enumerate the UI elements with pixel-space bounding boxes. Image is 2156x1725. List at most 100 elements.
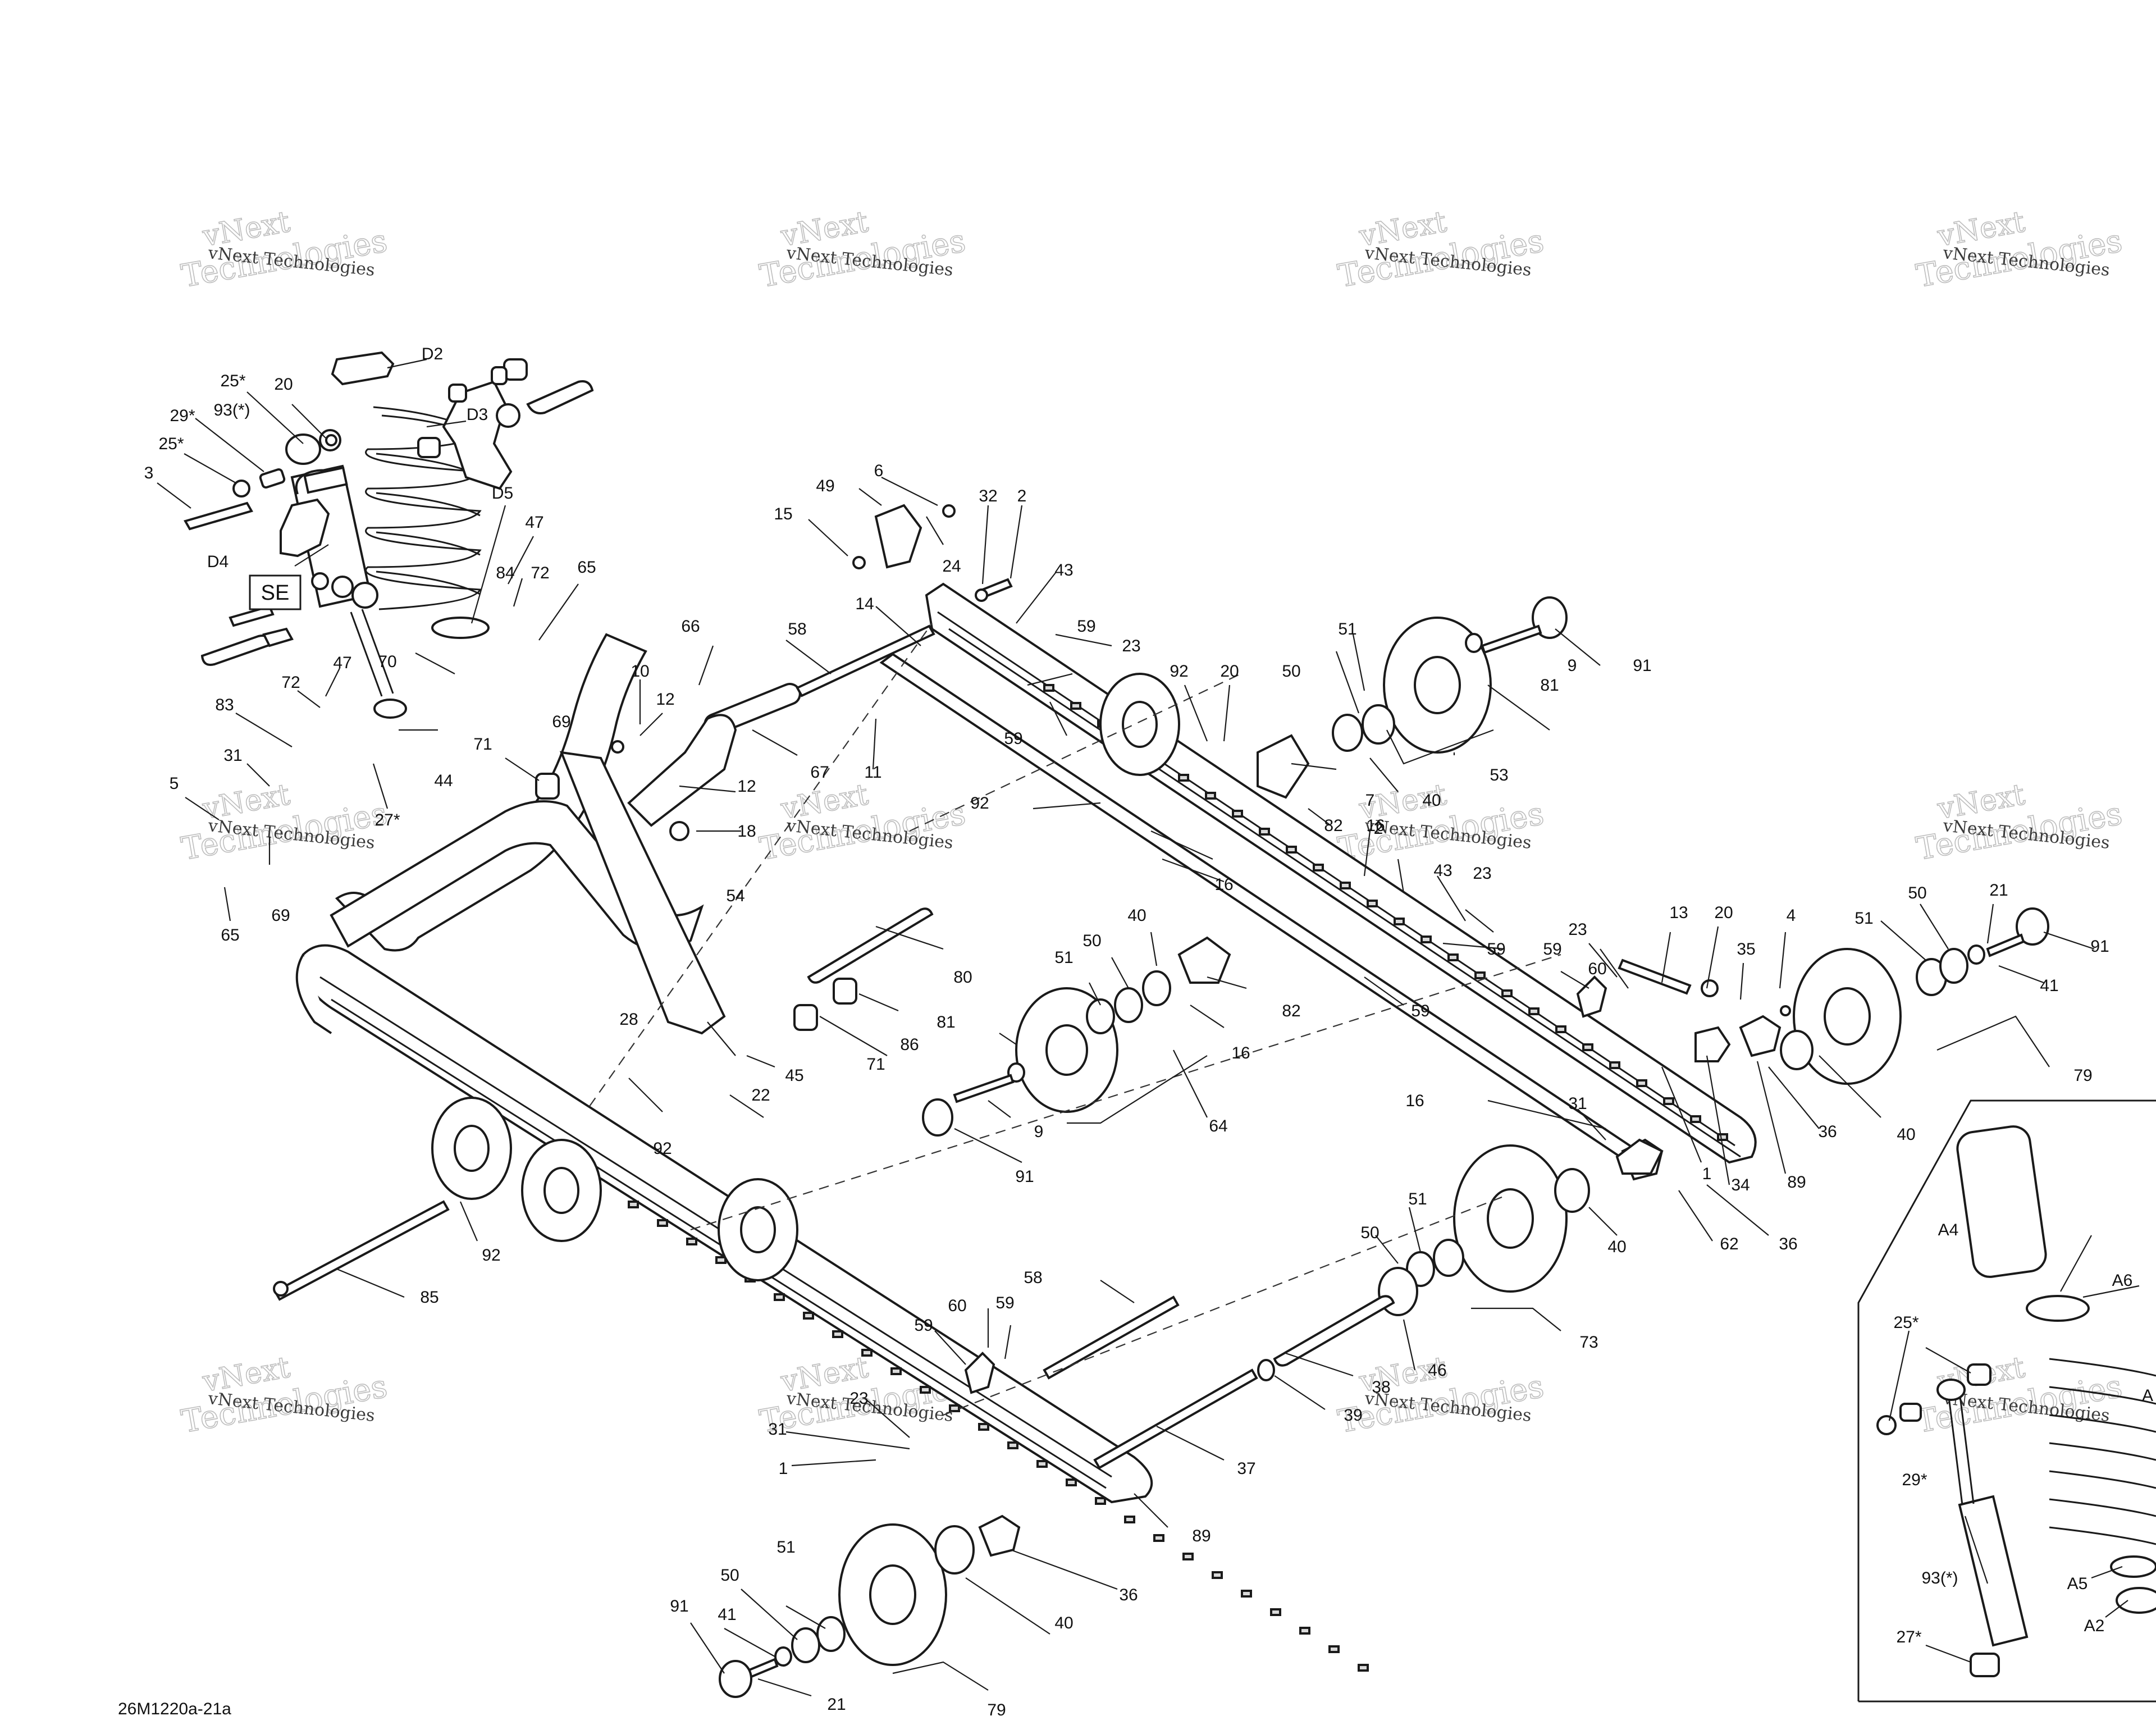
callout-67: 67 (810, 763, 829, 782)
callout-41a: 41 (2040, 976, 2058, 995)
callout-59f: 59 (995, 1294, 1014, 1312)
alignment-lines (589, 623, 1561, 1416)
section-badge-label: SE (261, 581, 290, 605)
wheel-kit-64 (922, 970, 1171, 1137)
callout-5: 5 (170, 774, 179, 793)
spring-d3 (365, 406, 482, 610)
rail-slot (978, 1423, 989, 1431)
rail-slot (1582, 1043, 1593, 1051)
stop-62 (1615, 1138, 1664, 1175)
block-7 (1257, 734, 1310, 799)
rail-slot (803, 1312, 814, 1320)
callout-23a: 23 (1122, 637, 1140, 655)
callout-20c: 20 (1714, 903, 1733, 922)
idler-wheel-right-1 (1099, 673, 1180, 776)
washer-41b (774, 1646, 792, 1667)
callout-16b: 16 (1214, 875, 1233, 894)
rail-slot (1124, 1516, 1135, 1523)
callout-43b: 43 (1433, 861, 1452, 880)
callout-23d: 23 (849, 1389, 868, 1408)
callout-54: 54 (726, 887, 744, 905)
callout-23c: 23 (1568, 920, 1587, 939)
spring-a3 (2049, 1358, 2156, 1545)
spring-cap-a6 (2026, 1295, 2090, 1322)
callout-25b: 25* (158, 435, 184, 453)
callout-15: 15 (774, 505, 792, 523)
callout-82b: 82 (1282, 1002, 1300, 1020)
callout-50e: 50 (720, 1566, 739, 1585)
left-rail-89 (273, 944, 1369, 1672)
bolt-3 (184, 501, 253, 531)
callout-59c: 59 (1487, 940, 1505, 959)
shaft-58 (796, 624, 935, 697)
callout-6: 6 (874, 462, 884, 480)
callout-44: 44 (434, 772, 453, 790)
callout-38: 38 (1372, 1378, 1390, 1397)
rail-slot (1358, 1664, 1369, 1672)
rail-slot (628, 1201, 639, 1208)
wheel-kit-79-right (1780, 907, 2049, 1085)
block-34 (1694, 1026, 1731, 1062)
rail-slot (1095, 1497, 1106, 1505)
rail-slot (832, 1330, 843, 1338)
callout-10: 10 (631, 662, 649, 681)
front-arm-assembly (330, 624, 935, 1035)
rail-slot (949, 1404, 960, 1412)
shaft-85 (273, 1200, 450, 1301)
bolt-21a (1986, 933, 2025, 957)
shaft-58b (1043, 1295, 1180, 1380)
rail-slot (1178, 774, 1189, 782)
callout-92c: 92 (653, 1139, 672, 1158)
rail-slot (1367, 900, 1378, 907)
callout-d4: D4 (207, 553, 229, 571)
callout-12a: 12 (656, 690, 674, 709)
callout-7: 7 (1365, 791, 1375, 810)
seat-a2 (2116, 1587, 2156, 1614)
callout-82a: 82 (1324, 816, 1342, 835)
callout-35: 35 (1737, 940, 1755, 959)
callout-51a: 51 (1338, 620, 1356, 638)
callout-79b: 79 (987, 1701, 1006, 1719)
callout-22: 22 (751, 1086, 770, 1105)
washer-41a (1967, 944, 1985, 965)
bushing-71b (793, 1004, 818, 1031)
rail-slot (1340, 882, 1351, 889)
callout-93a: 93(*) (213, 401, 250, 419)
rail-slot (1182, 1553, 1194, 1560)
rail-slot (1474, 971, 1486, 979)
callout-92b: 92 (970, 794, 989, 813)
bolt-9a (1481, 624, 1542, 654)
block-82 (1177, 936, 1231, 984)
rail-slot (1717, 1133, 1728, 1141)
callout-45: 45 (785, 1066, 803, 1085)
rail-slot (890, 1367, 902, 1375)
callout-32: 32 (979, 487, 997, 505)
callout-a2: A2 (2084, 1617, 2105, 1635)
callout-81b: 81 (937, 1013, 955, 1032)
callout-27b: 27* (1896, 1628, 1921, 1646)
callout-53: 53 (1490, 766, 1508, 784)
rail-slot (1313, 864, 1324, 871)
callout-d2: D2 (422, 345, 443, 363)
bracket-83 (280, 498, 330, 558)
callout-86: 86 (900, 1035, 919, 1054)
rail-slot (1153, 1534, 1164, 1542)
link-arm (559, 751, 726, 1035)
inset-rear-shock (1857, 1099, 2156, 1703)
spring-seat (431, 617, 490, 639)
callout-40c: 40 (1897, 1125, 1915, 1144)
left-rail-front-curve (295, 953, 332, 1034)
callout-60b: 60 (948, 1297, 966, 1315)
callout-73: 73 (1579, 1333, 1598, 1352)
callout-29a: 29* (170, 407, 195, 425)
bushing-69 (496, 403, 520, 428)
bracket-60a (1576, 975, 1607, 1018)
section-badge: SE (249, 574, 302, 610)
cap-91a (1532, 596, 1568, 639)
